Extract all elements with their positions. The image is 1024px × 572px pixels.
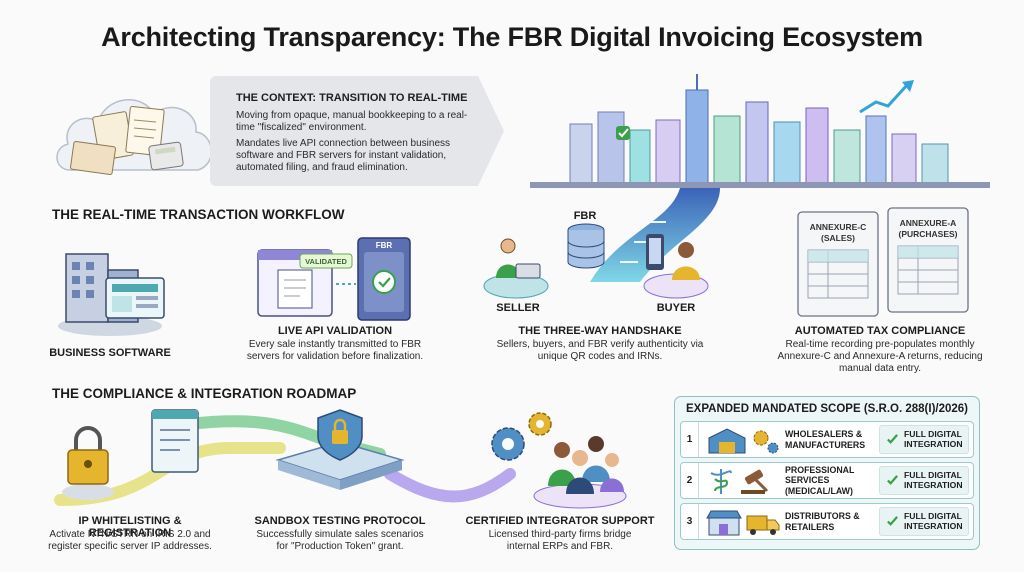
warehouse-icon	[708, 428, 779, 454]
scope-row: 2 PROFESSIONAL SERVICES (MEDICAL/LAW) FU…	[680, 462, 974, 499]
check-icon	[887, 516, 898, 526]
row-category: PROFESSIONAL SERVICES (MEDICAL/LAW)	[785, 465, 855, 496]
context-heading: THE CONTEXT: TRANSITION TO REAL-TIME	[236, 92, 468, 104]
step1-heading: IP WHITELISTING & REGISTRATION	[78, 515, 182, 539]
database-icon	[483, 223, 709, 299]
annexure-a-line1: ANNEXURE-A	[900, 218, 957, 228]
step1-text: Activate NTN/STRN on IRIS 2.0 and regist…	[48, 529, 212, 552]
storefront-icon	[706, 510, 780, 536]
seller-label: SELLER	[496, 302, 540, 314]
fbr-label: FBR	[573, 210, 597, 222]
browser-document-icon	[151, 409, 199, 473]
check-icon	[887, 475, 898, 485]
row-status: FULL DIGITAL INTEGRATION	[879, 507, 969, 536]
browser-icon: VALIDATED FBR	[257, 237, 411, 321]
workflow-heading: THE REAL-TIME TRANSACTION WORKFLOW	[52, 207, 345, 222]
tax-heading: AUTOMATED TAX COMPLIANCE	[794, 325, 966, 337]
roadmap-graphic	[54, 409, 627, 509]
tax-text: Real-time recording pre-populates monthl…	[777, 339, 983, 374]
gears-icon	[491, 412, 552, 461]
row-number: 2	[681, 463, 699, 498]
building-icon	[58, 253, 165, 336]
row-number: 3	[681, 504, 699, 539]
annexure-c-line2: (SALES)	[821, 233, 855, 243]
lock-icon	[62, 426, 114, 500]
row-category: DISTRIBUTORS & RETAILERS	[785, 511, 860, 532]
phone-icon	[643, 234, 709, 299]
scope-row: 1 WHOLESALERS & MANUFACTURERS FULL DIGIT…	[680, 421, 974, 458]
live-api-text: Every sale instantly transmitted to FBR …	[246, 339, 424, 362]
business-software-label: BUSINESS SOFTWARE	[49, 347, 171, 359]
step3-text: Licensed third-party firms bridge intern…	[488, 529, 632, 552]
row-status-label: FULL DIGITAL INTEGRATION	[904, 428, 963, 449]
row-status-label: FULL DIGITAL INTEGRATION	[904, 469, 963, 490]
server-icon: FBR	[357, 237, 411, 321]
scope-row: 3 DISTRIBUTORS & RETAILERS FULL DIGITAL …	[680, 503, 974, 540]
step2-heading: SANDBOX TESTING PROTOCOL	[254, 515, 426, 527]
shield-icon	[275, 409, 405, 490]
truck-icon	[746, 515, 780, 535]
annexure-a-line2: (PURCHASES)	[898, 229, 957, 239]
annexure-c-line1: ANNEXURE-C	[810, 222, 867, 232]
row-status: FULL DIGITAL INTEGRATION	[879, 425, 969, 454]
step2-text: Successfully simulate sales scenarios fo…	[256, 529, 424, 552]
server-label: FBR	[376, 241, 393, 250]
caduceus-icon	[710, 469, 769, 494]
context-panel	[210, 76, 478, 186]
context-arrow	[478, 76, 504, 186]
row-status: FULL DIGITAL INTEGRATION	[879, 466, 969, 495]
validated-badge: VALIDATED	[305, 257, 347, 266]
handshake-heading: THE THREE-WAY HANDSHAKE	[518, 325, 682, 337]
scope-heading: EXPANDED MANDATED SCOPE (S.R.O. 288(I)/2…	[685, 403, 969, 415]
people-icon	[533, 436, 627, 509]
context-text-2: Mandates live API connection between bus…	[236, 138, 451, 174]
live-api-heading: LIVE API VALIDATION	[277, 325, 393, 337]
check-icon	[887, 434, 898, 444]
row-category: WHOLESALERS & MANUFACTURERS	[785, 429, 866, 450]
buyer-label: BUYER	[656, 302, 696, 314]
gavel-icon	[741, 469, 769, 494]
document-icon: ANNEXURE-C (SALES) ANNEXURE-A (PURCHASES…	[797, 207, 969, 317]
person-icon	[483, 238, 549, 299]
context-text-1: Moving from opaque, manual bookkeeping t…	[236, 110, 468, 134]
handshake-text: Sellers, buyers, and FBR verify authenti…	[496, 339, 704, 362]
step3-heading: CERTIFIED INTEGRATOR SUPPORT	[465, 515, 655, 527]
page-title: Architecting Transparency: The FBR Digit…	[101, 22, 923, 52]
row-status-label: FULL DIGITAL INTEGRATION	[904, 510, 963, 531]
city-icon	[530, 74, 990, 282]
cloud-icon	[56, 99, 213, 176]
row-number: 1	[681, 422, 699, 457]
roadmap-heading: THE COMPLIANCE & INTEGRATION ROADMAP	[52, 386, 357, 401]
